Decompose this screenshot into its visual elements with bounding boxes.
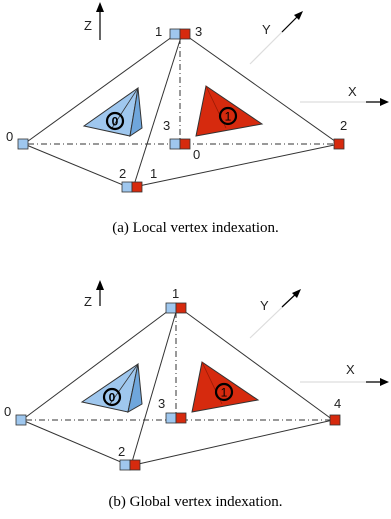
vertex-label-top: 1 <box>172 286 179 301</box>
vertex-bottom-blue <box>121 181 133 193</box>
x-axis-arrow-icon <box>380 98 389 106</box>
vertex-bottom-red <box>129 459 141 471</box>
vertex-bottom-red <box>131 181 143 193</box>
figure-a: Z Y X 0 <box>0 0 391 210</box>
caption-b: (b) Global vertex indexation. <box>108 494 283 510</box>
blue-tetrahedron: 0 <box>80 362 143 413</box>
blue-tetra-circle-icon <box>102 387 122 407</box>
vertex-left <box>15 414 27 426</box>
red-tetrahedron: 1 <box>195 85 264 137</box>
vertex-label-left: 0 <box>6 129 13 144</box>
vertex-center-red <box>179 138 191 150</box>
vertex-center-red <box>175 412 187 424</box>
mesh-edges <box>23 33 340 188</box>
blue-tetra-label: 0 <box>112 115 119 129</box>
vertex-label-center-bottom: 0 <box>193 147 200 162</box>
z-axis-label: Z <box>84 294 92 309</box>
vertex-label-left: 0 <box>4 404 11 419</box>
vertex-label-top-left: 1 <box>155 24 162 39</box>
x-axis-label: X <box>348 84 357 99</box>
vertex-top-blue <box>165 302 177 314</box>
vertex-label-right: 2 <box>340 118 347 133</box>
y-axis-label: Y <box>260 298 269 313</box>
y-axis-arrow-icon <box>292 289 301 298</box>
z-axis-label: Z <box>84 18 92 33</box>
vertex-label-center: 3 <box>158 396 165 411</box>
local-indexation-diagram: Z Y X 0 <box>6 2 389 193</box>
mesh-edges <box>21 307 334 466</box>
figure-b: Z Y X 0 <box>0 262 391 482</box>
x-axis-label: X <box>346 362 355 377</box>
x-axis-arrow-icon <box>380 378 389 386</box>
z-axis-arrow-icon <box>96 280 104 290</box>
vertex-label-bottom-right: 1 <box>150 166 157 181</box>
hidden-edges <box>26 312 330 421</box>
red-tetrahedron: 1 <box>191 361 260 413</box>
y-axis-label: Y <box>262 22 271 37</box>
vertex-label-right: 4 <box>334 396 341 411</box>
vertex-center-blue <box>165 412 177 424</box>
vertex-left <box>17 138 29 150</box>
blue-tetra-label: 0 <box>109 391 116 405</box>
red-tetra-circle-icon <box>218 106 238 126</box>
blue-tetrahedron: 0 <box>82 86 143 138</box>
red-tetra-circle-icon <box>214 382 234 402</box>
vertex-bottom-blue <box>119 459 131 471</box>
z-axis-arrow-icon <box>96 2 104 12</box>
vertex-right <box>329 414 341 426</box>
hidden-edges <box>28 38 335 145</box>
vertex-label-center-top: 3 <box>163 118 170 133</box>
vertex-label-bottom: 2 <box>118 444 125 459</box>
vertex-top-blue <box>169 28 181 40</box>
global-indexation-diagram: Z Y X 0 <box>4 280 389 471</box>
vertex-top-red <box>175 302 187 314</box>
red-tetra-label: 1 <box>221 386 228 400</box>
vertex-label-top-right: 3 <box>195 24 202 39</box>
vertex-center-blue <box>169 138 181 150</box>
red-tetra-label: 1 <box>225 110 232 124</box>
vertex-right <box>333 138 345 150</box>
y-axis-arrow-icon <box>294 11 303 20</box>
vertex-top-red <box>179 28 191 40</box>
blue-tetra-circle-icon <box>105 111 125 131</box>
vertex-label-bottom-left: 2 <box>119 166 126 181</box>
caption-a: (a) Local vertex indexation. <box>112 220 279 236</box>
